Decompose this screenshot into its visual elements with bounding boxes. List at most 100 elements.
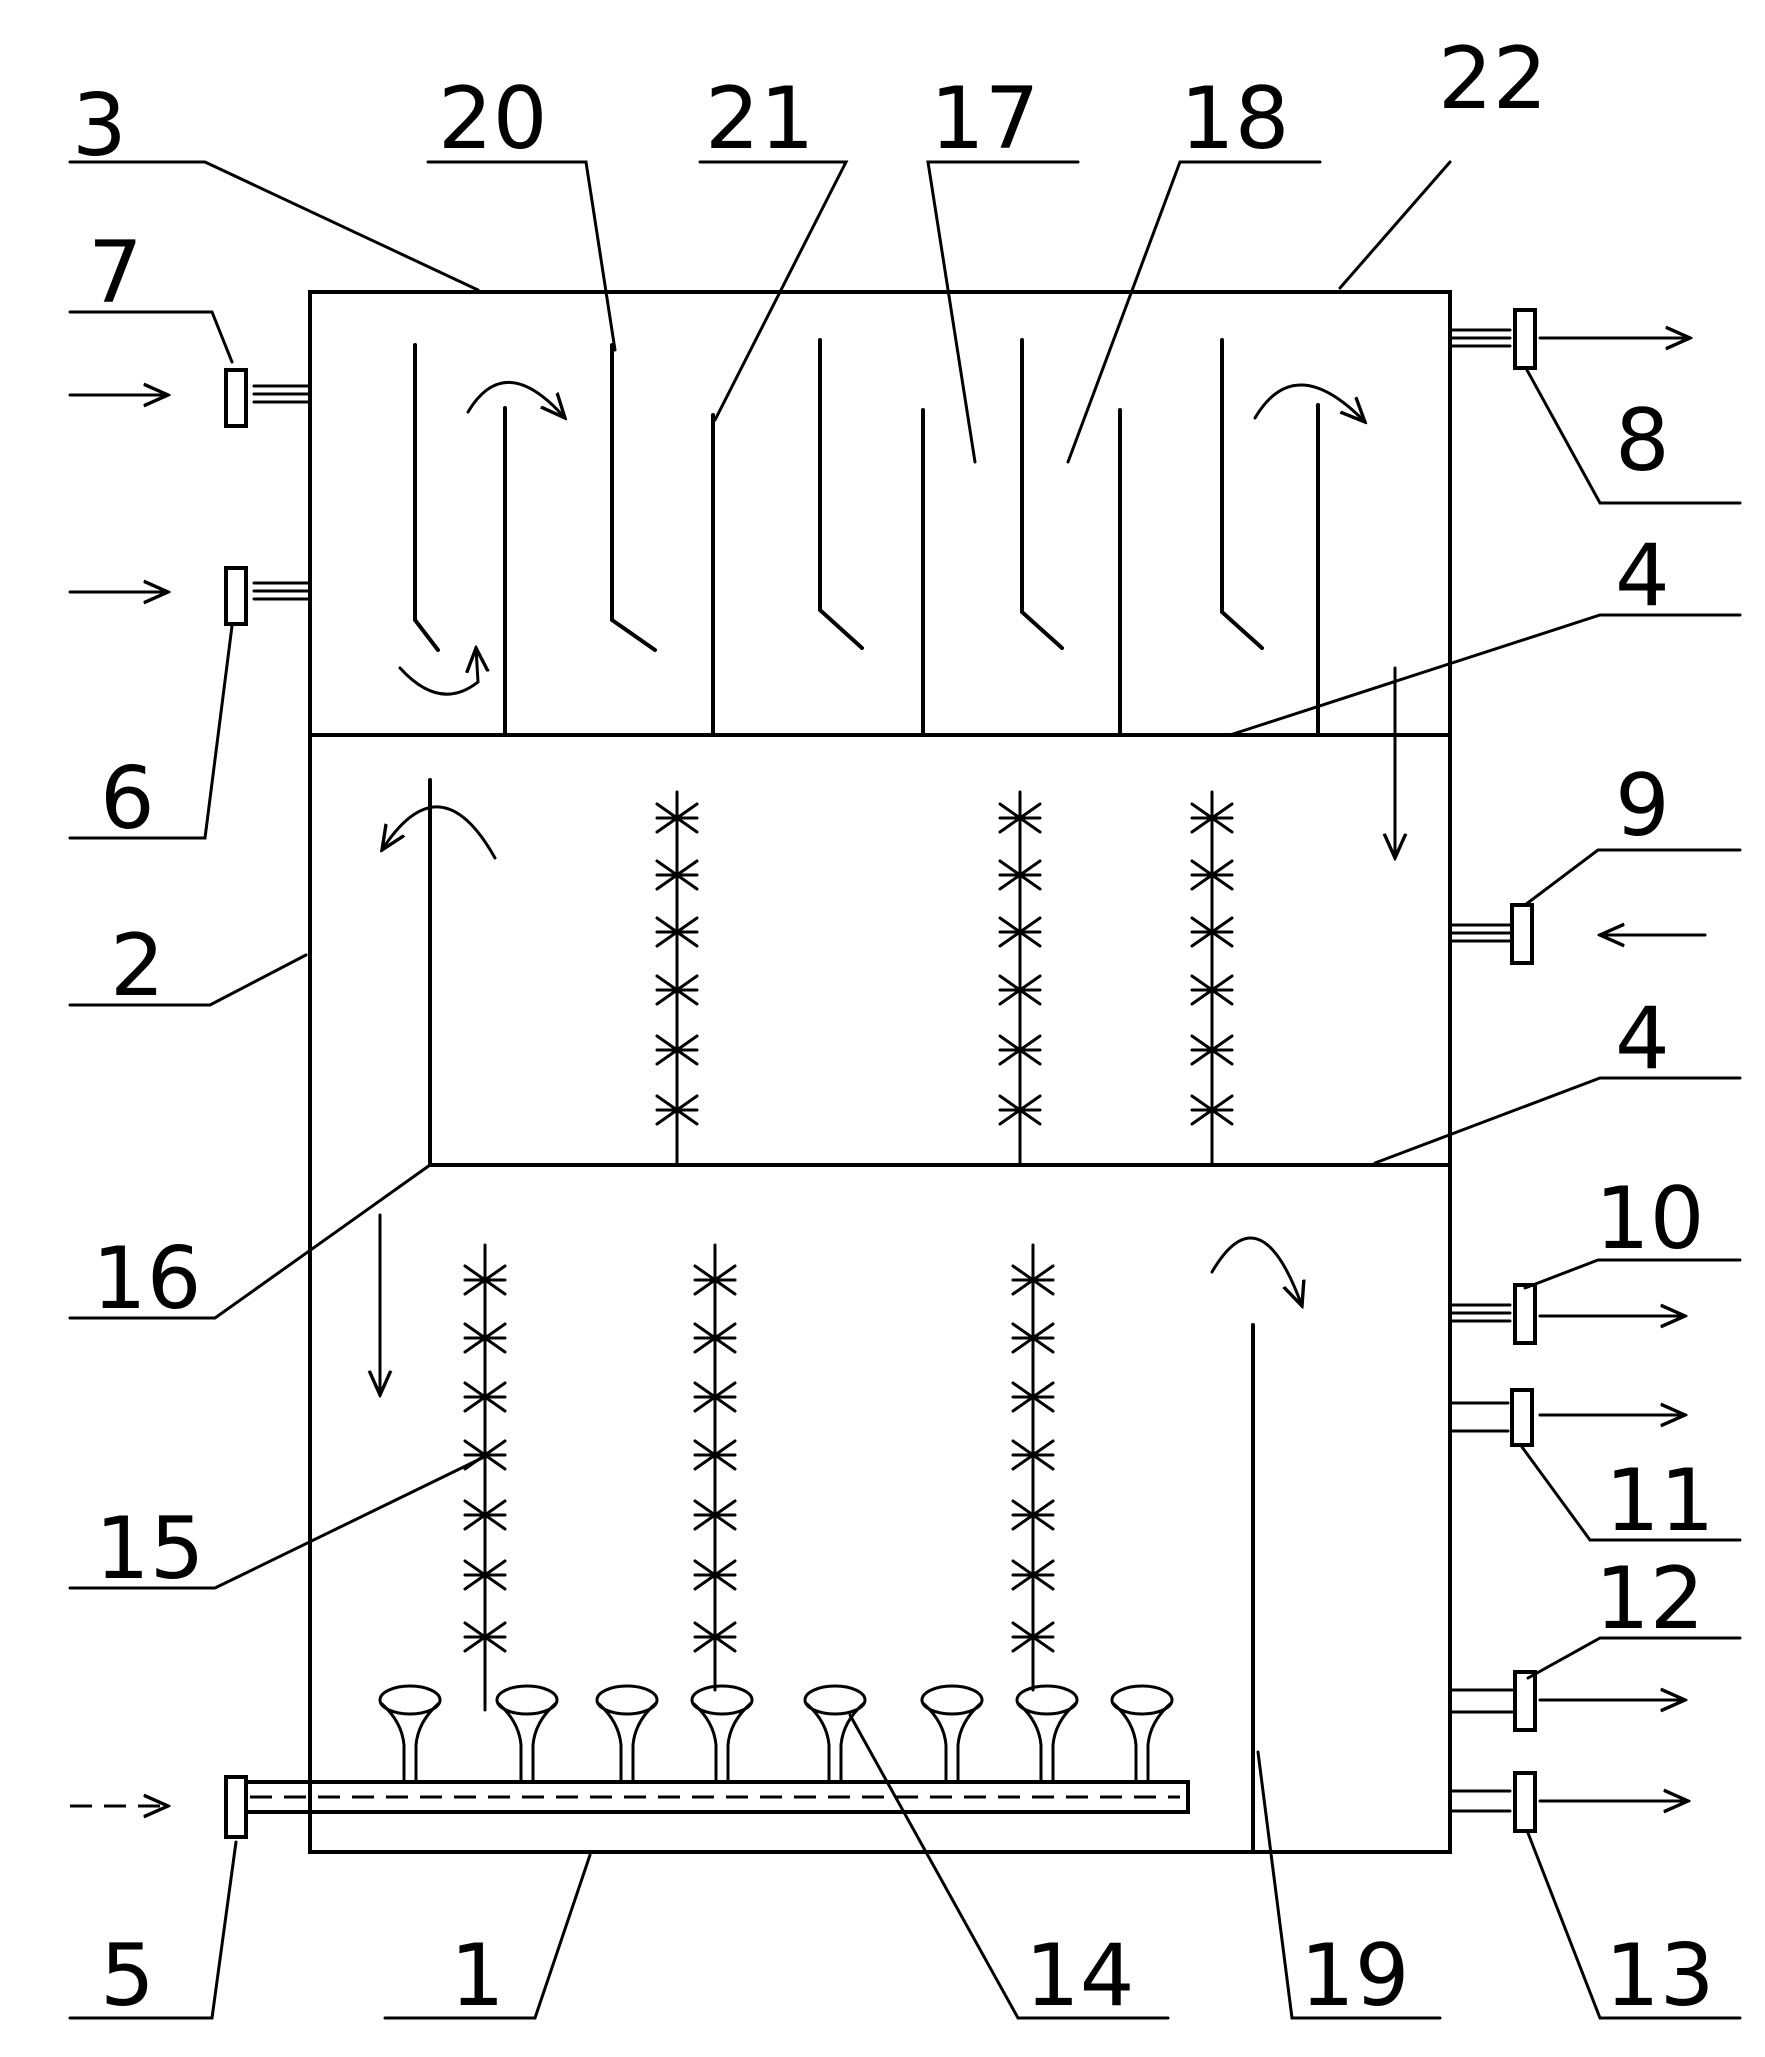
hanging-baffle: [610, 343, 657, 652]
label-4b: 4: [1615, 989, 1670, 1089]
leader-line-19: [1256, 1750, 1442, 2020]
label-19: 19: [1300, 1926, 1409, 2026]
packing-tuft: [1011, 1322, 1055, 1354]
label-15: 15: [95, 1499, 204, 1599]
packing-tuft: [655, 1034, 699, 1066]
nozzle-7-inlet: [68, 368, 312, 428]
vessel-outer-wall: [308, 290, 1452, 1854]
diffuser-head: [920, 1684, 984, 1784]
leader-line-20: [426, 160, 617, 352]
label-13: 13: [1605, 1926, 1714, 2026]
packing-tuft: [998, 802, 1042, 834]
packing-tuft: [655, 974, 699, 1006]
flow-arrow: [1210, 1236, 1302, 1306]
packing-tuft: [998, 859, 1042, 891]
label-5: 5: [100, 1926, 155, 2026]
leader-line-21: [698, 160, 849, 422]
packing-tuft: [693, 1559, 737, 1591]
nozzle-10-outlet: [1448, 1283, 1685, 1345]
flow-arrow: [466, 381, 565, 418]
nozzle-8-outlet: [1448, 308, 1690, 370]
number-labels: 3 20 21 17 18 22 7 8 4 6 9 2 4 16 10 15 …: [72, 29, 1714, 2026]
diffuser-head: [378, 1684, 442, 1784]
flow-arrows: [380, 381, 1395, 1395]
leader-lines: [68, 160, 1742, 2020]
vessel: [308, 290, 1452, 1854]
flow-arrow: [1253, 383, 1365, 422]
leader-line-6: [68, 624, 234, 840]
nozzles: [68, 308, 1707, 1839]
packing-tuft: [1011, 1499, 1055, 1531]
packing-tuft: [655, 916, 699, 948]
packing-tuft: [655, 1094, 699, 1126]
nozzle-6-inlet: [68, 566, 312, 626]
packing-tuft: [693, 1621, 737, 1653]
packing-tuft: [693, 1322, 737, 1354]
leader-line-12: [1526, 1636, 1742, 1680]
nozzle-5-inlet: [70, 1775, 1190, 1839]
nozzle-11-outlet: [1448, 1388, 1685, 1447]
packing-tuft: [1011, 1264, 1055, 1296]
packing-tuft: [1011, 1381, 1055, 1413]
packing-string: [693, 1243, 737, 1692]
leader-line-18: [1066, 160, 1322, 464]
label-11: 11: [1605, 1451, 1714, 1551]
diffuser-head: [495, 1684, 559, 1784]
leader-line-8: [1525, 368, 1742, 505]
packing-tuft: [463, 1381, 507, 1413]
flow-arrow: [382, 805, 497, 860]
diffuser-head: [595, 1684, 659, 1784]
hanging-baffle: [413, 343, 440, 652]
packing-string: [998, 790, 1042, 1167]
packing-tuft: [998, 1094, 1042, 1126]
packing-tuft: [1011, 1621, 1055, 1653]
nozzle-9-inlet: [1448, 903, 1707, 965]
diffuser-head: [1015, 1684, 1079, 1784]
packing-string: [1190, 790, 1234, 1167]
packing-tuft: [463, 1499, 507, 1531]
nozzle-13-outlet: [1448, 1771, 1688, 1833]
leader-line-14: [848, 1713, 1170, 2020]
leader-line-1: [383, 1853, 592, 2020]
packing-tuft: [655, 859, 699, 891]
leader-line-16: [68, 1163, 432, 1320]
leader-line-2: [68, 953, 308, 1007]
packing-tuft: [693, 1499, 737, 1531]
leader-line-10: [1523, 1258, 1742, 1290]
label-14: 14: [1025, 1926, 1134, 2026]
nozzle-12-outlet: [1448, 1670, 1685, 1732]
packing-tuft: [1190, 859, 1234, 891]
leader-line-11: [1520, 1445, 1742, 1542]
diffuser-head: [690, 1684, 754, 1784]
packing-tuft: [463, 1559, 507, 1591]
packing-tuft: [998, 1034, 1042, 1066]
packing-string: [655, 790, 699, 1167]
label-20: 20: [438, 69, 547, 169]
label-3: 3: [72, 76, 127, 176]
label-2: 2: [110, 916, 165, 1016]
hanging-baffle: [1220, 338, 1264, 650]
biofilm-packing-strings: [463, 790, 1234, 1712]
packing-tuft: [655, 802, 699, 834]
label-6: 6: [100, 749, 155, 849]
hanging-baffle: [818, 338, 864, 650]
leader-line-17: [926, 160, 1080, 464]
label-18: 18: [1180, 69, 1289, 169]
packing-tuft: [693, 1381, 737, 1413]
packing-tuft: [1190, 1094, 1234, 1126]
label-1: 1: [450, 1926, 505, 2026]
packing-tuft: [1190, 1034, 1234, 1066]
packing-tuft: [998, 916, 1042, 948]
label-12: 12: [1595, 1549, 1704, 1649]
packing-tuft: [463, 1264, 507, 1296]
label-10: 10: [1595, 1169, 1704, 1269]
packing-tuft: [1190, 916, 1234, 948]
packing-tuft: [1011, 1439, 1055, 1471]
packing-tuft: [1190, 802, 1234, 834]
label-21: 21: [705, 69, 814, 169]
label-9: 9: [1615, 756, 1670, 856]
leader-line-3: [68, 160, 480, 292]
label-22: 22: [1438, 29, 1547, 129]
packing-tuft: [1011, 1559, 1055, 1591]
